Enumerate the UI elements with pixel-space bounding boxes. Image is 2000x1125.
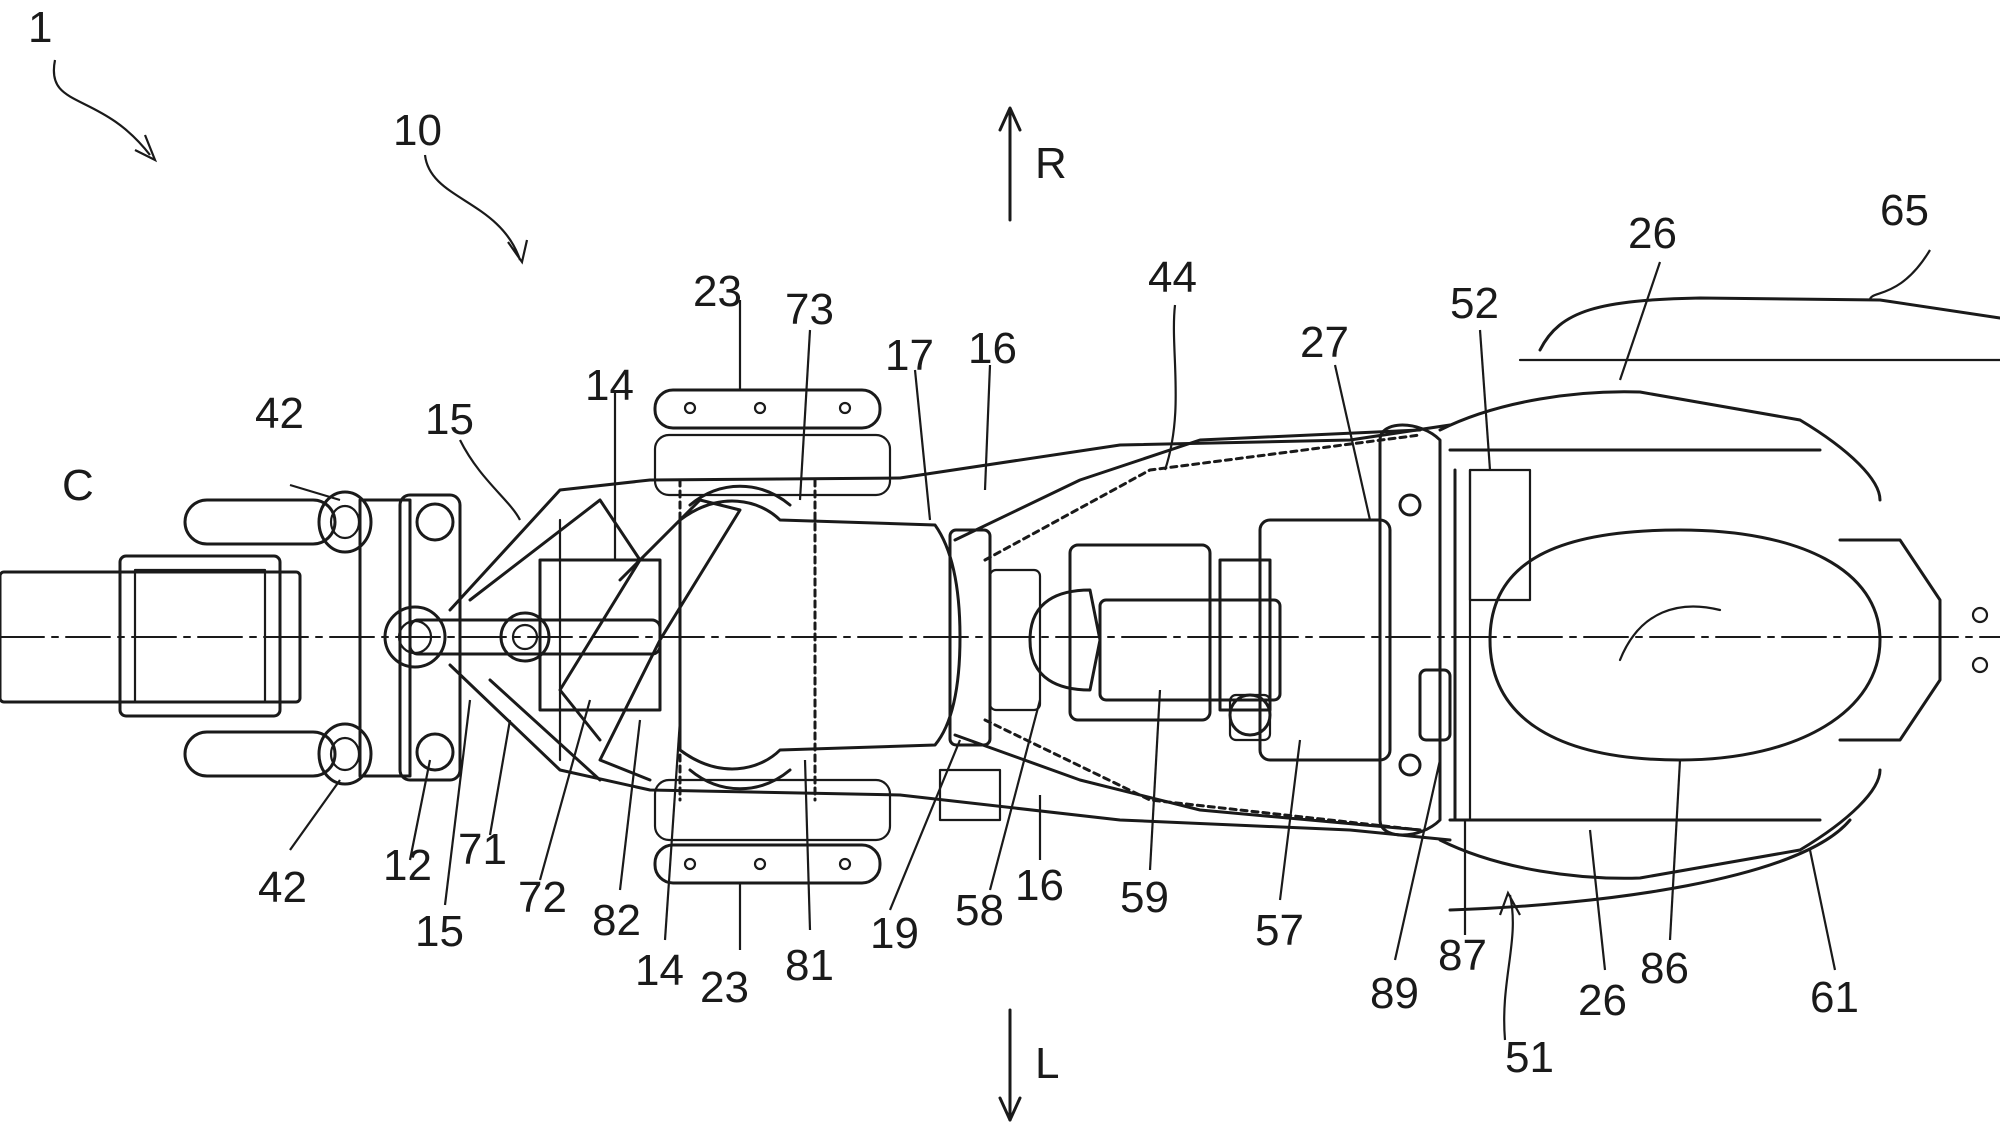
ref-27: 27: [1300, 318, 1349, 367]
leader-arrow-10: [423, 154, 529, 265]
ref-44: 44: [1148, 253, 1197, 302]
front-frame: [448, 476, 902, 797]
ref-23b: 23: [700, 963, 749, 1012]
ref-19: 19: [870, 909, 919, 958]
ref-14b: 14: [635, 946, 684, 995]
ref-58: 58: [955, 886, 1004, 935]
ref-C: C: [62, 461, 94, 510]
ref-L: L: [1035, 1039, 1059, 1088]
ref-59: 59: [1120, 873, 1169, 922]
ref-42b: 42: [258, 863, 307, 912]
ref-14a: 14: [585, 361, 634, 410]
leader-arrow-51: [1498, 890, 1521, 1041]
main-frame: [898, 423, 1452, 842]
direction-arrow-L: [998, 1008, 1022, 1122]
rear-shock: [1418, 468, 1532, 822]
ref-57: 57: [1255, 906, 1304, 955]
ref-15a: 15: [425, 395, 474, 444]
ref-10: 10: [393, 106, 442, 155]
direction-arrow-R: [998, 106, 1022, 222]
ref-42a: 42: [255, 389, 304, 438]
step-floor: [678, 478, 962, 802]
ref-89: 89: [1370, 969, 1419, 1018]
ref-1: 1: [28, 3, 52, 52]
engine: [1028, 518, 1392, 762]
ref-61: 61: [1810, 973, 1859, 1022]
ref-23a: 23: [693, 267, 742, 316]
ref-81: 81: [785, 941, 834, 990]
ref-R: R: [1035, 139, 1067, 188]
ref-26b: 26: [1578, 976, 1627, 1025]
reference-labels: 1 10 C R L 42 42 15 15 14 14 23 23 73 17…: [28, 3, 1929, 1088]
luggage-box: [1448, 296, 2000, 912]
ref-71: 71: [458, 825, 507, 874]
ref-15b: 15: [415, 907, 464, 956]
ref-26a: 26: [1628, 209, 1677, 258]
ref-65: 65: [1880, 186, 1929, 235]
ref-12: 12: [383, 841, 432, 890]
ref-51: 51: [1505, 1033, 1554, 1082]
cross-member: [938, 528, 1042, 822]
ref-17: 17: [885, 331, 934, 380]
ref-87: 87: [1438, 931, 1487, 980]
rear-frame: [1378, 390, 1882, 880]
ref-82: 82: [592, 896, 641, 945]
ref-52: 52: [1450, 279, 1499, 328]
ref-16b: 16: [1015, 861, 1064, 910]
ref-86: 86: [1640, 944, 1689, 993]
ref-72: 72: [518, 873, 567, 922]
leader-arrow-1: [52, 59, 158, 163]
leader-lines: [289, 249, 1931, 971]
ref-16a: 16: [968, 324, 1017, 373]
front-wheel: [0, 554, 302, 718]
ref-73: 73: [785, 285, 834, 334]
